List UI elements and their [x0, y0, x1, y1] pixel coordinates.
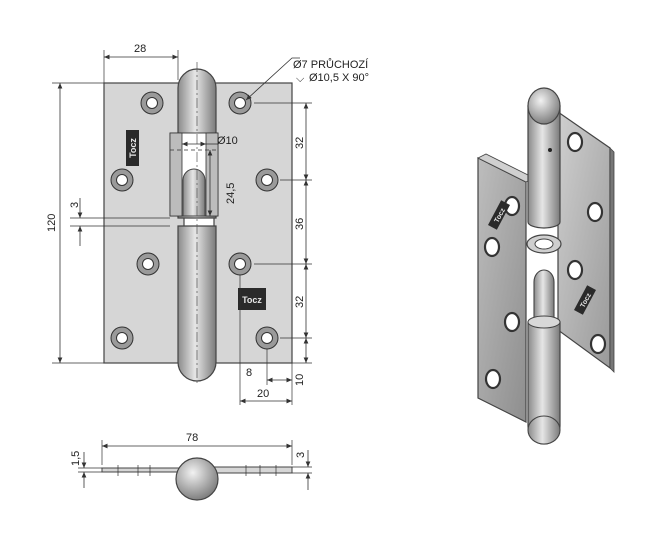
hole-right-1	[228, 91, 252, 115]
iso-top-ball	[527, 87, 561, 125]
dim-pitch-upper: 32	[294, 137, 306, 149]
note-pin-hole: Ø7 PRŮCHOZÍ	[293, 58, 369, 71]
logo-right: Tocz	[238, 288, 266, 310]
dim-bore-dia: Ø10	[217, 135, 238, 147]
bottom-knuckle	[175, 457, 219, 501]
iso-right-plate	[557, 110, 611, 370]
dim-gap: 3	[69, 202, 81, 208]
hole-right-4	[255, 326, 279, 350]
iso-washer-inner	[534, 238, 554, 250]
hole-right-3	[228, 252, 252, 276]
hole-left-2	[110, 168, 134, 192]
left-leaf-plate	[103, 82, 185, 364]
pin-tip	[182, 168, 206, 217]
bottom-view: 78 1,5 3	[70, 432, 312, 501]
right-leaf-plate	[213, 82, 293, 364]
dim-width-top: 28	[134, 43, 146, 55]
iso-upper-knuckle	[527, 105, 561, 229]
screw-holes	[110, 91, 279, 350]
dim-thickness-left: 1,5	[70, 451, 82, 466]
iso-holes-right	[566, 131, 607, 355]
hole-right-2	[255, 168, 279, 192]
iso-bottom-ball	[527, 415, 561, 445]
dim-thickness-right: 3	[295, 452, 307, 458]
iso-holes-left	[483, 195, 521, 390]
dim-pitch-lower: 32	[294, 296, 306, 308]
hole-left-4	[110, 326, 134, 350]
dim-width-total: 78	[186, 432, 198, 444]
dim-edge-offset-h: 8	[246, 367, 252, 379]
dim-hole-span: 20	[257, 388, 269, 400]
hole-left-1	[140, 91, 164, 115]
logo-left: Tocz	[126, 130, 139, 166]
bottom-plate-right	[211, 466, 293, 474]
dim-pitch-middle: 36	[294, 218, 306, 230]
isometric-view: Tocz Tocz	[477, 87, 615, 445]
iso-pin	[533, 269, 555, 323]
bottom-plate-left	[101, 467, 183, 473]
front-dimensions: 28 120 3 Ø7 PRŮCHOZÍ ⌵ Ø10,5 X 90° Ø10 2…	[46, 43, 369, 405]
dim-edge-offset-v: 10	[294, 374, 306, 386]
front-view: Tocz Tocz	[103, 62, 293, 385]
iso-left-plate	[477, 157, 527, 423]
iso-grease-hole	[548, 148, 552, 152]
svg-text:Tocz: Tocz	[242, 295, 262, 305]
svg-text:Tocz: Tocz	[128, 138, 138, 158]
dim-height-total: 120	[46, 214, 58, 232]
iso-lower-knuckle-top	[527, 315, 561, 329]
hole-left-3	[136, 252, 160, 276]
countersink-symbol: ⌵	[296, 73, 305, 85]
bore-hatch-left	[169, 132, 183, 217]
dim-bore-depth: 24,5	[225, 183, 237, 204]
note-countersink: Ø10,5 X 90°	[309, 72, 369, 84]
iso-right-plate-edge	[609, 147, 615, 373]
